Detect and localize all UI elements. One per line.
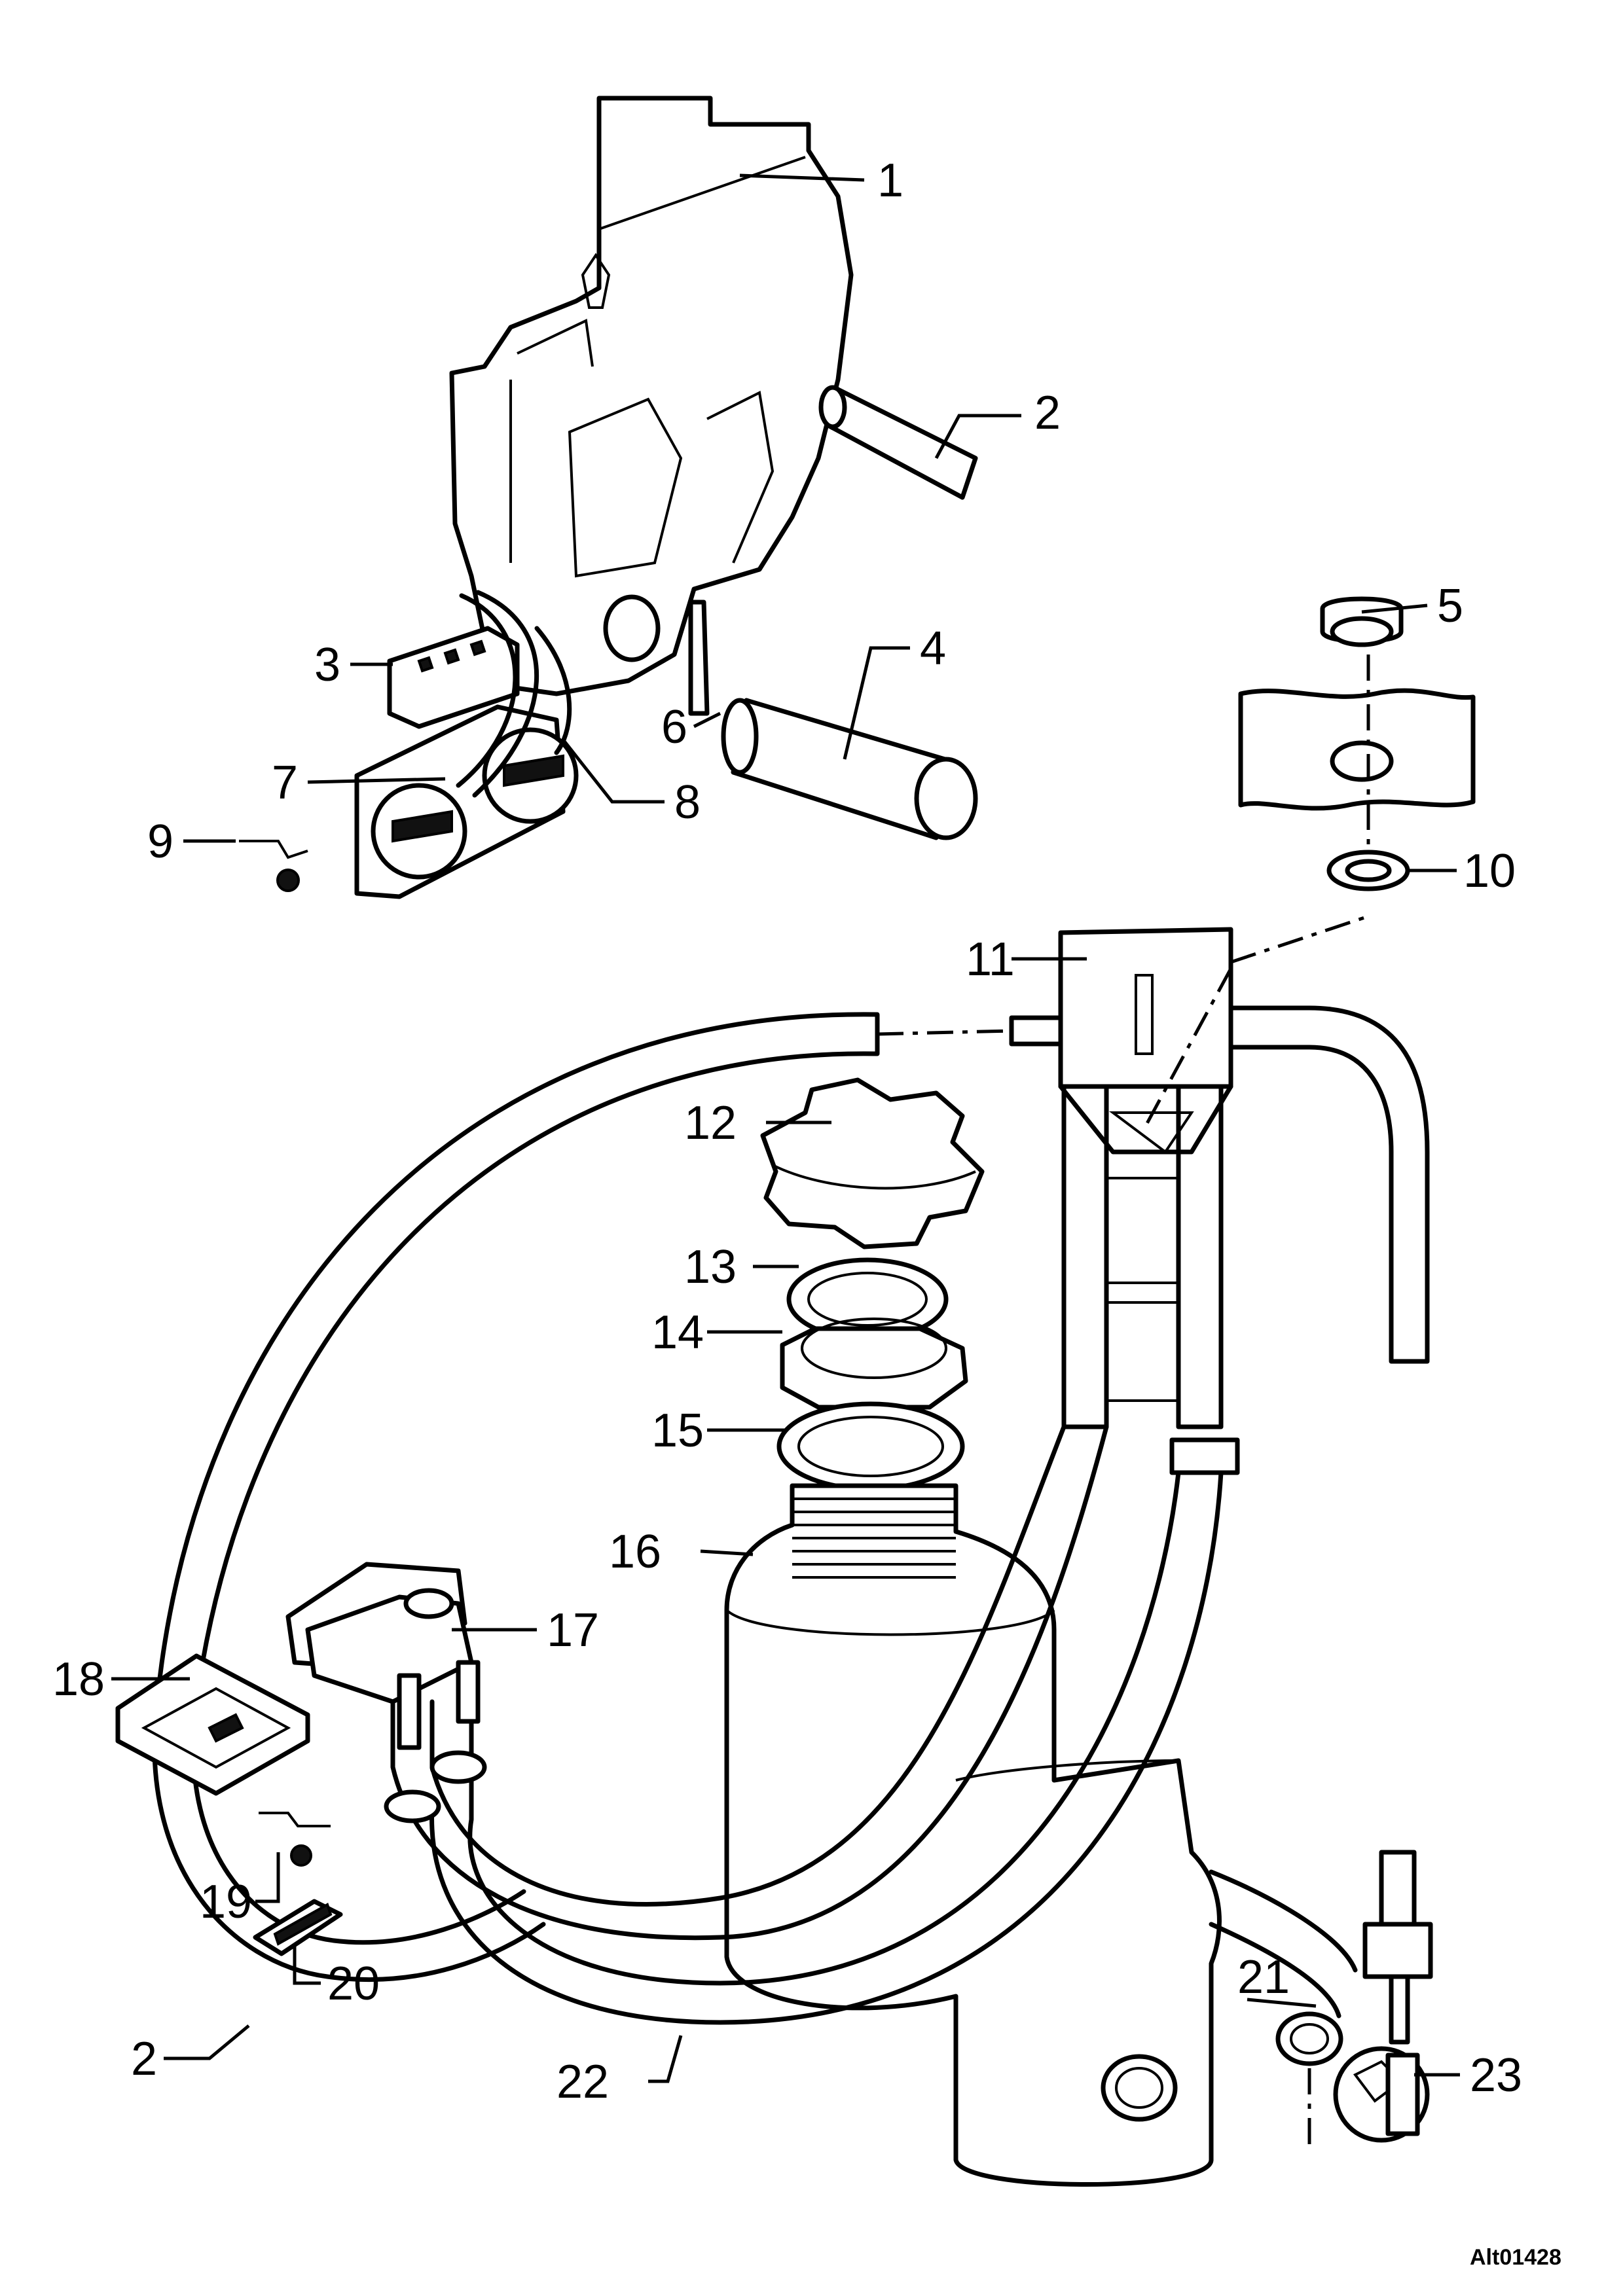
housing-bracket bbox=[449, 96, 854, 716]
figure-reference-code: Alt01428 bbox=[1470, 2245, 1561, 2270]
short-tube bbox=[818, 385, 978, 500]
callout-15: 15 bbox=[651, 1405, 704, 1457]
wire-clip-19 bbox=[259, 1812, 331, 1867]
dash-line bbox=[1230, 914, 1369, 964]
tank-cap bbox=[760, 1077, 985, 1249]
solenoid-valve bbox=[285, 1562, 481, 1750]
callout-10: 10 bbox=[1463, 845, 1516, 897]
callout-22: 22 bbox=[556, 2056, 609, 2108]
callout-labels: 1 2 3 4 5 6 7 8 9 10 11 12 13 14 15 16 1… bbox=[52, 154, 1522, 2108]
callout-13: 13 bbox=[684, 1241, 737, 1293]
callout-12: 12 bbox=[684, 1097, 737, 1149]
manifold-valve bbox=[1009, 927, 1233, 1155]
panel-with-grommets bbox=[1238, 596, 1476, 891]
twin-pipes bbox=[1061, 1084, 1240, 1475]
cover-bracket bbox=[115, 1653, 310, 1796]
callout-21: 21 bbox=[1237, 1951, 1290, 2003]
long-tube bbox=[721, 698, 978, 840]
callout-2-upper: 2 bbox=[1034, 387, 1061, 439]
callout-20: 20 bbox=[327, 1958, 380, 2010]
outlet-hose bbox=[1228, 1005, 1430, 1364]
callout-3: 3 bbox=[314, 639, 340, 691]
connector-block bbox=[387, 626, 520, 729]
callout-2-lower: 2 bbox=[131, 2033, 157, 2085]
seal-rings bbox=[776, 1257, 968, 1492]
callout-7: 7 bbox=[272, 757, 298, 809]
callout-8: 8 bbox=[674, 776, 701, 829]
callout-1: 1 bbox=[877, 154, 903, 207]
reservoir-tank bbox=[724, 1483, 1222, 2187]
callout-19: 19 bbox=[200, 1876, 252, 1928]
knob-bracket bbox=[354, 590, 579, 899]
callout-9: 9 bbox=[147, 816, 173, 868]
leader-lines bbox=[111, 173, 1460, 2083]
callout-5: 5 bbox=[1437, 580, 1463, 632]
callout-17: 17 bbox=[547, 1604, 599, 1657]
callout-18: 18 bbox=[52, 1653, 105, 1706]
small-connector bbox=[253, 1899, 343, 1956]
o-ring bbox=[1275, 2011, 1343, 2066]
wire-clip-9 bbox=[239, 840, 308, 892]
callout-16: 16 bbox=[609, 1526, 661, 1578]
callout-11: 11 bbox=[966, 933, 1015, 986]
callout-14: 14 bbox=[651, 1306, 704, 1359]
callout-4: 4 bbox=[920, 622, 946, 675]
callout-6: 6 bbox=[661, 701, 687, 753]
drain-fitting bbox=[1333, 1850, 1433, 2143]
pipe-hose-right bbox=[429, 1470, 1224, 2025]
callout-23: 23 bbox=[1470, 2049, 1522, 2102]
pipe-hose-left bbox=[390, 1424, 1109, 1941]
